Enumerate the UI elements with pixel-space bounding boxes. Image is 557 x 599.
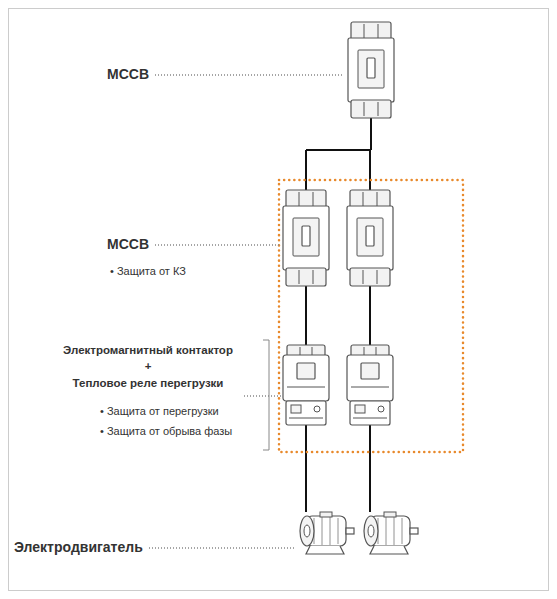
part-label: Тепловое реле перегрузки	[73, 377, 224, 391]
mccb-symbol	[283, 190, 329, 286]
bracket	[263, 340, 269, 450]
part-label: Электродвигатель	[14, 539, 143, 556]
feature-note: • Защита от обрыва фазы	[100, 425, 232, 438]
feature-note: • Защита от КЗ	[110, 265, 186, 278]
contactor-symbol	[283, 345, 329, 425]
part-label: MCCB	[107, 236, 149, 253]
mccb-symbol	[348, 22, 394, 118]
leader-line	[149, 547, 296, 548]
group-outline	[279, 180, 463, 452]
feature-note: • Защита от перегрузки	[100, 405, 219, 418]
leader-line	[155, 244, 279, 245]
mccb-symbol	[347, 190, 393, 286]
plus-sign: +	[145, 360, 152, 374]
part-label: MCCB	[107, 66, 149, 83]
motor-symbol	[364, 512, 418, 554]
motor-symbol	[300, 512, 354, 554]
leader-line	[155, 74, 344, 75]
frame	[9, 9, 549, 591]
part-label: Электромагнитный контактор	[63, 344, 233, 358]
leader-line	[244, 395, 282, 396]
contactor-symbol	[347, 345, 393, 425]
